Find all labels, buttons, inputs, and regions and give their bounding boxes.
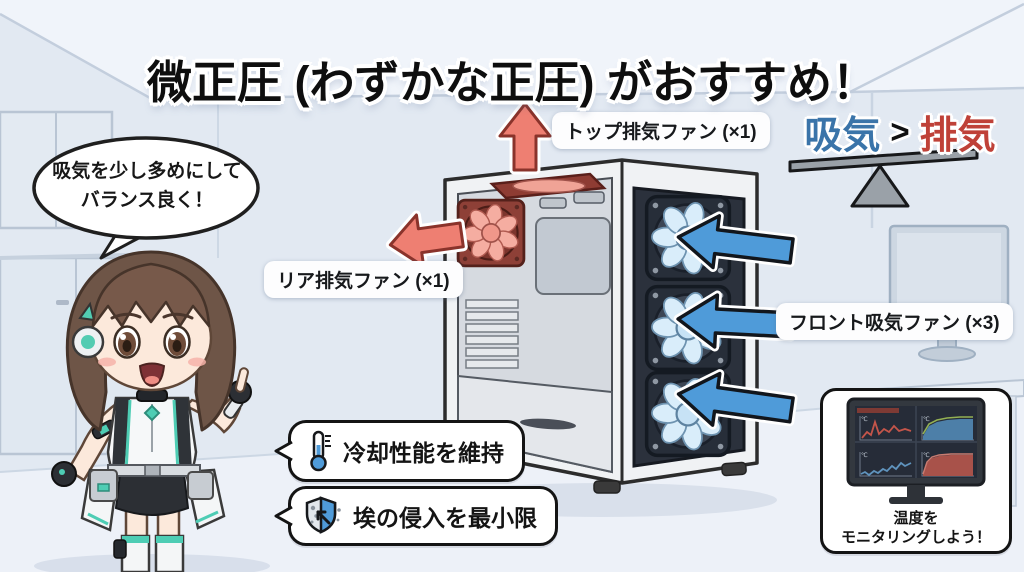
intake-arrow-icon-1 — [673, 211, 798, 272]
shield-icon — [305, 496, 341, 534]
monitor-caption: 温度を モニタリングしよう！ — [841, 509, 991, 547]
speech-bubble — [32, 136, 260, 260]
monitor-caption-line-2: モニタリングしよう！ — [840, 529, 991, 546]
top-exhaust-arrow-icon — [495, 99, 555, 175]
speech-line-2: バランス良く！ — [80, 190, 214, 211]
top-fan — [489, 172, 607, 200]
badge-tail-icon — [274, 440, 293, 462]
graph-top-right: ℃ — [921, 416, 974, 441]
badge-tail-icon — [274, 505, 293, 527]
benefit-text-dust: 埃の侵入を最小限 — [353, 505, 537, 531]
label-top-exhaust-fan: トップ排気ファン (×1) — [552, 112, 770, 149]
greater-than-sign: > — [890, 112, 910, 150]
balance-widget: 吸気 > 排気 — [786, 104, 1014, 159]
rear-fan — [456, 198, 526, 268]
page-title: 微正圧 (わずかな正圧) がおすすめ！ — [147, 57, 877, 109]
benefit-badge-dust: 埃の侵入を最小限 — [274, 486, 558, 546]
seesaw-icon — [788, 147, 979, 208]
svg-text:℃: ℃ — [923, 416, 930, 423]
mascot-character — [34, 250, 270, 572]
svg-text:℃: ℃ — [923, 452, 930, 459]
graph-top-left: ℃ — [859, 416, 912, 441]
graph-bottom-right: ℃ — [921, 452, 974, 477]
exhaust-label: 排気 — [919, 115, 996, 157]
intake-label: 吸気 — [804, 115, 881, 157]
intake-arrow-icon-3 — [674, 369, 798, 430]
graph-bottom-left: ℃ — [859, 452, 912, 477]
monitor-icon: ℃ ℃ ℃ ℃ — [846, 397, 986, 504]
svg-text:℃: ℃ — [861, 452, 868, 459]
speech-text: 吸気を少し多めにして バランス良く！ — [36, 157, 258, 215]
svg-text:℃: ℃ — [861, 416, 868, 423]
monitor-caption-line-1: 温度を — [893, 510, 939, 527]
monitor-card: ℃ ℃ ℃ ℃ — [820, 388, 1012, 554]
speech-line-1: 吸気を少し多めにして — [52, 161, 242, 182]
benefit-badge-cooling: 冷却性能を維持 — [274, 420, 525, 482]
label-rear-exhaust-fan: リア排気ファン (×1) — [264, 261, 463, 298]
benefit-text-cooling: 冷却性能を維持 — [343, 440, 504, 466]
thermometer-icon — [310, 430, 331, 472]
label-front-intake-fan: フロント吸気ファン (×3) — [776, 303, 1013, 340]
